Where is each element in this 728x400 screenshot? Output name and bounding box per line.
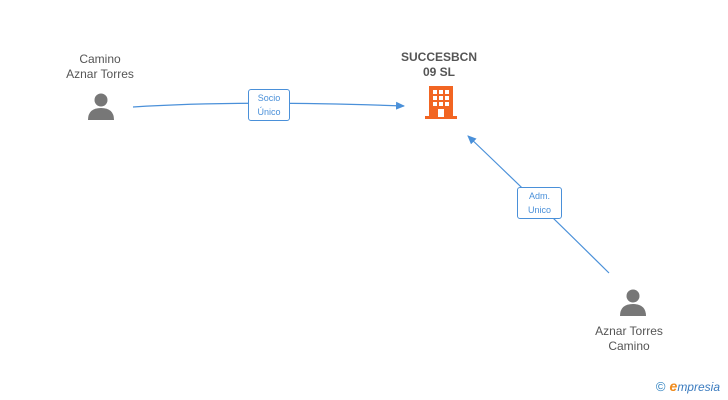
company-name-line1: SUCCESBCN	[400, 50, 477, 64]
brand-initial: e	[669, 378, 678, 394]
copyright-symbol: ©	[655, 379, 666, 394]
brand-name-rest: mpresia	[677, 380, 720, 394]
person-icon[interactable]	[86, 92, 116, 122]
person-left-name-line2: Aznar Torres	[66, 67, 134, 81]
person-bottom-label: Aznar Torres Camino	[584, 324, 674, 354]
edge-label-socio-unico-line1: Socio	[257, 93, 281, 103]
edge-label-adm-unico-line2: Unico	[527, 205, 551, 215]
person-left-label: Camino Aznar Torres	[55, 52, 145, 82]
person-bottom-name-line1: Aznar Torres	[595, 324, 663, 338]
person-bottom-name-line2: Camino	[608, 339, 650, 353]
person-icon[interactable]	[618, 288, 648, 318]
company-name-line2: 09 SL	[422, 65, 455, 79]
edge-label-socio-unico-line2: Único	[257, 107, 281, 117]
edge-label-socio-unico[interactable]: Socio Único	[248, 89, 290, 121]
edge-label-adm-unico-line1: Adm.	[528, 191, 550, 201]
edge-label-adm-unico[interactable]: Adm. Unico	[517, 187, 562, 219]
building-icon[interactable]	[424, 84, 458, 120]
brand-watermark: ©empresia	[656, 378, 720, 394]
person-left-name-line1: Camino	[79, 52, 121, 66]
company-label: SUCCESBCN 09 SL	[389, 50, 489, 80]
